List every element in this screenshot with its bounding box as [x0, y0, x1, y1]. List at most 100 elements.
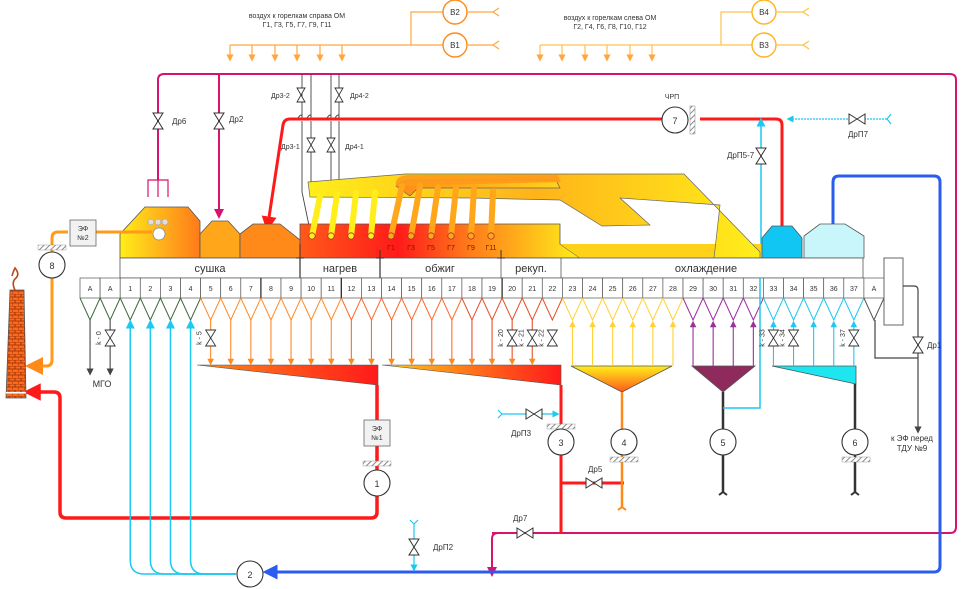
valve-drp5-7[interactable]: ДрП5-7 — [727, 147, 767, 165]
burner-pipe — [428, 184, 441, 239]
filter-ef2[interactable]: ЭФ №2 — [69, 219, 97, 247]
valve-dr2[interactable]: Др2 — [213, 112, 244, 130]
fan-7-vfd[interactable]: ЧРП 7 — [661, 94, 696, 135]
valve-k21[interactable]: k - 21 — [518, 329, 539, 347]
cell-hopper-cone — [441, 297, 463, 322]
cell-hopper-cone — [762, 297, 784, 322]
kiln-cell-label: 24 — [589, 286, 597, 293]
fan-7-icon — [661, 106, 689, 134]
valve-drp2-label: ДрП2 — [433, 543, 454, 552]
valve-k5[interactable]: k - 5 — [197, 329, 217, 347]
fan-8[interactable]: 8 — [38, 251, 66, 279]
cell-hopper-cone — [823, 297, 845, 322]
cyan-supply-line — [145, 319, 236, 575]
fan-8-label: 8 — [49, 261, 54, 271]
valve-dr6[interactable]: Др6 — [152, 112, 187, 130]
zone-heating: нагрев — [323, 263, 357, 275]
valve-dr3-1-label: Др3-1 — [281, 144, 300, 151]
cyan-supply-line — [125, 319, 236, 575]
cell-hopper-cone — [300, 297, 322, 322]
filter-ef1[interactable]: ЭФ №1 — [363, 419, 391, 447]
valve-k22[interactable]: k - 22 — [538, 329, 559, 347]
valve-dr2-label: Др2 — [229, 115, 244, 124]
burner-pipe — [448, 185, 459, 239]
drying-hopper-3 — [239, 223, 301, 259]
burner-nozzle-icon — [308, 232, 316, 240]
valve-dr4-1[interactable]: Др4-1 — [326, 137, 364, 153]
valve-k20[interactable]: k - 20 — [498, 329, 518, 347]
fan-4[interactable]: 4 — [610, 428, 638, 456]
fan-4-icon — [610, 428, 638, 456]
valve-dr3-1[interactable]: Др3-1 — [281, 137, 316, 153]
valve-drp3[interactable]: ДрП3 — [511, 408, 543, 438]
kiln-cell-label: 15 — [408, 286, 416, 293]
kiln-cell-label: 35 — [810, 286, 818, 293]
filter-ef2-line2: №2 — [77, 235, 89, 242]
cell-hopper-cone — [622, 297, 644, 322]
cell-hopper-cone — [662, 297, 684, 322]
burner-label: Г3 — [407, 245, 415, 252]
fan-2-label: 2 — [247, 570, 252, 580]
fan-1[interactable]: 1 — [363, 469, 391, 497]
cell-hopper-cone — [99, 297, 121, 322]
valve-dr1[interactable]: Др1 — [912, 336, 942, 354]
valve-drp7-label: ДрП7 — [848, 130, 869, 139]
cell-hopper-cone — [180, 297, 202, 322]
fan-5-icon — [709, 428, 737, 456]
fan-3[interactable]: 3 — [547, 428, 575, 456]
valve-k37[interactable]: k - 37 — [840, 329, 860, 347]
burner-nozzle-icon — [427, 232, 435, 240]
cell-hopper-cone — [803, 297, 825, 322]
cell-hopper-cone — [139, 297, 161, 322]
valve-k37-label: k - 37 — [840, 329, 847, 347]
valve-dr7[interactable]: Др7 — [513, 514, 534, 539]
kiln-cell-label: 27 — [649, 286, 657, 293]
valve-k22-label: k - 22 — [538, 329, 545, 347]
fan-3-icon — [547, 428, 575, 456]
cell-hopper-cone — [220, 297, 242, 322]
burner-nozzle-icon — [327, 232, 335, 240]
cell-hopper-cone — [280, 297, 302, 322]
zone-drying: сушка — [195, 263, 227, 275]
valve-dr4-2[interactable]: Др4-2 — [334, 87, 369, 103]
valve-k34[interactable]: k - 34 — [780, 329, 800, 347]
valve-k0-label: k - 0 — [96, 331, 103, 345]
valve-drp7[interactable]: ДрП7 — [848, 113, 869, 139]
air-header-left: воздух к горелкам слева ОМ Г2, Г4, Г6, Г… — [536, 0, 810, 62]
cell-hopper-cone — [582, 297, 604, 322]
valve-dr3-2[interactable]: Др3-2 — [271, 87, 306, 103]
zone-cooling: охлаждение — [675, 263, 737, 275]
mgo-label: МГО — [93, 379, 112, 389]
filter-ef2-line1: ЭФ — [78, 226, 88, 233]
kiln-cell-label: 9 — [289, 286, 293, 293]
kiln-cell-label: 12 — [347, 286, 355, 293]
air-right-caption-1: воздух к горелкам справа ОМ — [249, 13, 345, 20]
cell-hopper-cone — [602, 297, 624, 322]
kiln-cell-label: А — [88, 286, 93, 293]
fan-2-icon — [236, 560, 264, 588]
valve-k0[interactable]: k - 0 — [96, 329, 116, 347]
zone-recup: рекуп. — [515, 263, 547, 275]
valve-drp2[interactable]: ДрП2 — [408, 538, 454, 556]
burner-nozzle-icon — [407, 232, 415, 240]
cell-hopper-cone — [401, 297, 423, 322]
fan-b4-label: В4 — [759, 8, 769, 17]
kiln-cell-label: 36 — [830, 286, 838, 293]
hot-gas-recirc-line — [268, 117, 784, 226]
kiln-cell-label: 30 — [709, 286, 717, 293]
fan-6[interactable]: 6 — [841, 428, 869, 456]
to-filter-caption-1: к ЭФ перед — [891, 434, 933, 443]
fan-5[interactable]: 5 — [709, 428, 737, 456]
cooling-hopper-1 — [761, 225, 803, 259]
burner-label: Г11 — [485, 245, 496, 252]
cell-hopper-cone — [320, 297, 342, 322]
valve-dr5[interactable]: Др5 — [585, 465, 603, 489]
fan-2[interactable]: 2 — [236, 560, 264, 588]
valve-k33[interactable]: k - 33 — [759, 329, 780, 347]
fan-6-icon — [841, 428, 869, 456]
burner-pipe — [328, 191, 340, 239]
fan-4-label: 4 — [621, 438, 626, 448]
zone-firing: обжиг — [425, 263, 455, 275]
cell-hopper-cone — [702, 297, 724, 322]
fan-b3-label: В3 — [759, 41, 769, 50]
